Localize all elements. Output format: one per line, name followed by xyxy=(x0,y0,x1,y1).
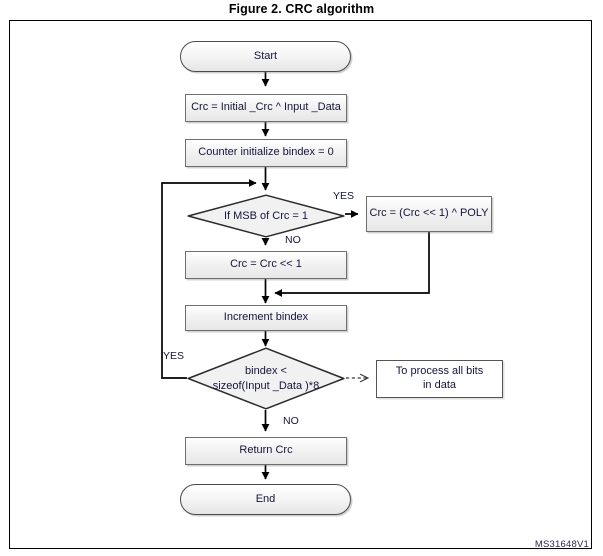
node-start-label: Start xyxy=(253,49,278,62)
node-shift-poly-label: Crc = (Crc << 1) ^ POLY xyxy=(369,207,489,220)
node-shift-label: Crc = Crc << 1 xyxy=(230,258,302,271)
node-note-process-all-bits[interactable]: To process all bits in data xyxy=(376,360,503,398)
figure-title: Figure 2. CRC algorithm xyxy=(228,2,375,16)
node-increment[interactable]: Increment bindex xyxy=(185,305,347,331)
node-note-label: To process all bits in data xyxy=(396,365,483,393)
node-end[interactable]: End xyxy=(180,484,351,515)
figure-id-code: MS31648V1 xyxy=(534,539,589,550)
edge-label-msb-no: NO xyxy=(285,234,301,246)
node-loop-decision[interactable]: bindex < sizeof(Input _Data )*8 xyxy=(187,347,345,410)
node-return-crc-label: Return Crc xyxy=(239,444,293,457)
edge-label-msb-yes: YES xyxy=(333,190,355,202)
node-counter-init[interactable]: Counter initialize bindex = 0 xyxy=(185,139,347,167)
edge-label-loop-yes: YES xyxy=(163,350,185,362)
node-start[interactable]: Start xyxy=(180,41,351,72)
node-msb-decision[interactable]: If MSB of Crc = 1 xyxy=(187,194,345,238)
node-init-crc[interactable]: Crc = Initial _Crc ^ Input _Data xyxy=(185,94,347,122)
node-shift[interactable]: Crc = Crc << 1 xyxy=(185,251,347,279)
node-increment-label: Increment bindex xyxy=(223,311,309,324)
node-note-line1: To process all bits xyxy=(395,365,484,378)
node-shift-poly[interactable]: Crc = (Crc << 1) ^ POLY xyxy=(366,196,492,232)
node-note-line2: in data xyxy=(422,379,457,391)
node-counter-init-label: Counter initialize bindex = 0 xyxy=(198,146,334,159)
edge-label-loop-no: NO xyxy=(283,415,299,427)
node-end-label: End xyxy=(255,492,276,505)
node-return-crc[interactable]: Return Crc xyxy=(185,437,347,465)
node-init-crc-label: Crc = Initial _Crc ^ Input _Data xyxy=(191,101,341,114)
